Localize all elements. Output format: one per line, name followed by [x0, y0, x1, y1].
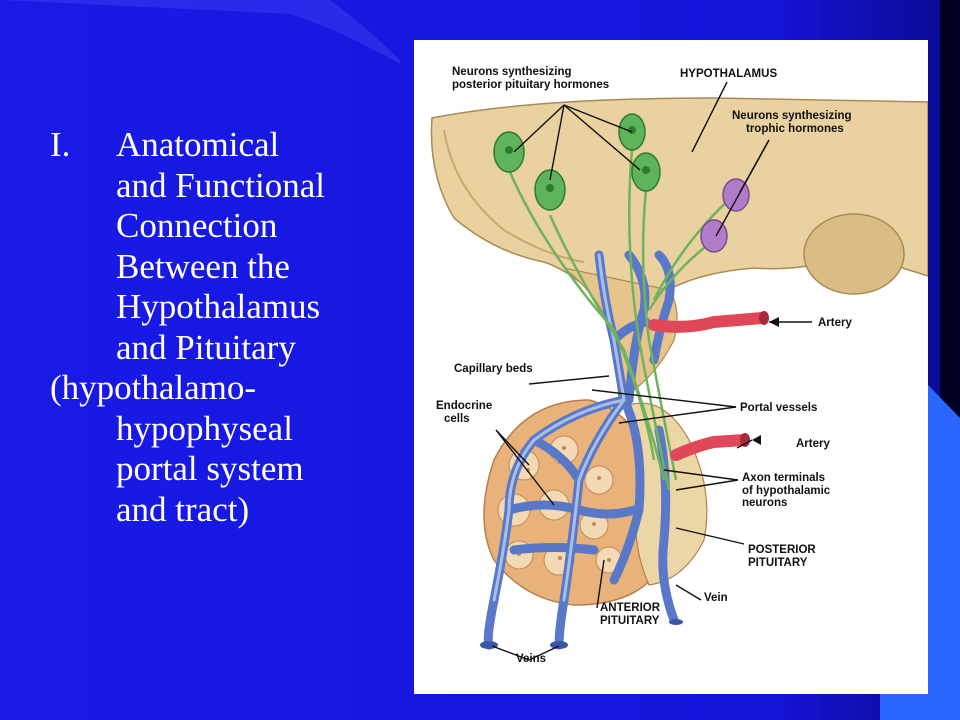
label-axon-terminals: Axon terminals of hypothalamic neurons — [742, 472, 831, 509]
mammillary-body — [803, 213, 905, 295]
subtitle-line-3: portal system — [116, 449, 304, 488]
label-artery-mid: Artery — [796, 438, 830, 450]
title-line-2: and Functional — [116, 165, 325, 205]
label-capillary-beds: Capillary beds — [454, 363, 533, 375]
title-number: I. — [50, 125, 71, 164]
title-line-6: and Pituitary — [116, 327, 296, 367]
subtitle-line-1: (hypothalamo- — [50, 368, 257, 407]
anatomy-figure: Neurons synthesizing posterior pituitary… — [414, 40, 928, 694]
subtitle-line-4: and tract) — [116, 489, 250, 529]
subtitle-line-2: hypophyseal — [116, 408, 293, 448]
title-line-4: Between the — [116, 246, 290, 286]
arteries — [648, 312, 768, 461]
title-line-5: Hypothalamus — [116, 287, 321, 326]
label-neurons-posterior: Neurons synthesizing posterior pituitary… — [452, 66, 610, 91]
label-veins: Veins — [516, 653, 547, 665]
title-line-3: Connection — [116, 206, 278, 245]
label-neurons-trophic: Neurons synthesizing trophic hormones — [732, 110, 852, 135]
hypothalamus-pituitary-illustration — [430, 81, 928, 661]
label-hypothalamus: HYPOTHALAMUS — [680, 68, 778, 80]
label-posterior-pituitary: POSTERIOR PITUITARY — [748, 544, 816, 569]
label-portal-vessels: Portal vessels — [740, 402, 818, 414]
label-anterior-pituitary: ANTERIOR PITUITARY — [600, 602, 661, 627]
label-endocrine-cells: Endocrine cells — [436, 400, 493, 425]
slide-title: I. Anatomical and Functional Connection … — [50, 125, 410, 530]
title-line-1: Anatomical — [116, 125, 280, 164]
label-artery-top: Artery — [818, 317, 852, 329]
arrow-heads — [752, 317, 779, 445]
label-vein: Vein — [704, 592, 728, 604]
accent-block — [880, 385, 960, 720]
leader-lines — [491, 81, 812, 661]
